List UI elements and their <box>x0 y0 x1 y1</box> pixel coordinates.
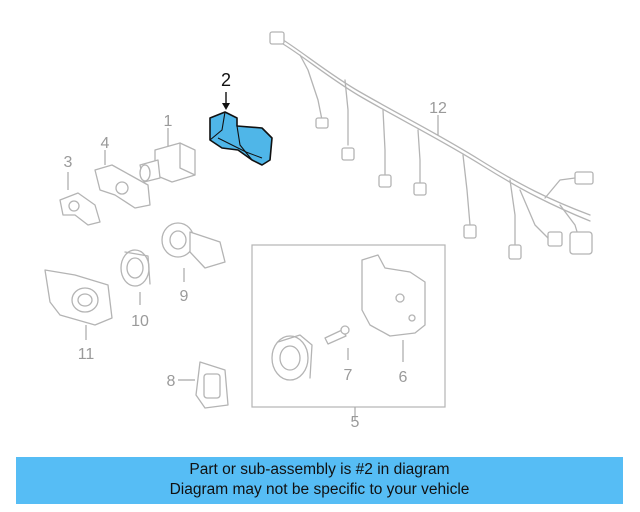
callout-label-4: 4 <box>101 135 110 152</box>
callout-label-11: 11 <box>78 346 95 363</box>
callout-label-6: 6 <box>399 369 408 386</box>
callout-label-10: 10 <box>131 313 149 330</box>
holder-part-9 <box>161 222 226 282</box>
callout-label-9: 9 <box>180 288 189 305</box>
callout-label-1: 1 <box>164 113 173 130</box>
callout-label-8: 8 <box>167 373 176 390</box>
callout-label-7: 7 <box>344 367 353 384</box>
mounting-plate-part-11 <box>44 269 113 340</box>
arrowhead-2 <box>222 103 230 110</box>
info-banner: Part or sub-assembly is #2 in diagram Di… <box>16 457 623 504</box>
bezel-part-8 <box>178 361 229 409</box>
bracket-part-4 <box>94 150 151 209</box>
callout-label-2: 2 <box>221 70 231 90</box>
banner-line-part-info: Part or sub-assembly is #2 in diagram <box>189 461 450 478</box>
clip-part-3 <box>59 172 101 226</box>
bracket-part-2-highlighted[interactable] <box>209 111 273 166</box>
banner-line-disclaimer: Diagram may not be specific to your vehi… <box>169 481 470 498</box>
sensor-part-1 <box>139 128 196 183</box>
callout-label-12: 12 <box>429 100 447 117</box>
wiring-harness-part-12 <box>269 31 594 260</box>
assembly-box-part-5 <box>251 244 446 420</box>
callout-label-3: 3 <box>64 154 73 171</box>
ring-part-10 <box>120 249 151 305</box>
callout-label-5: 5 <box>351 414 360 431</box>
